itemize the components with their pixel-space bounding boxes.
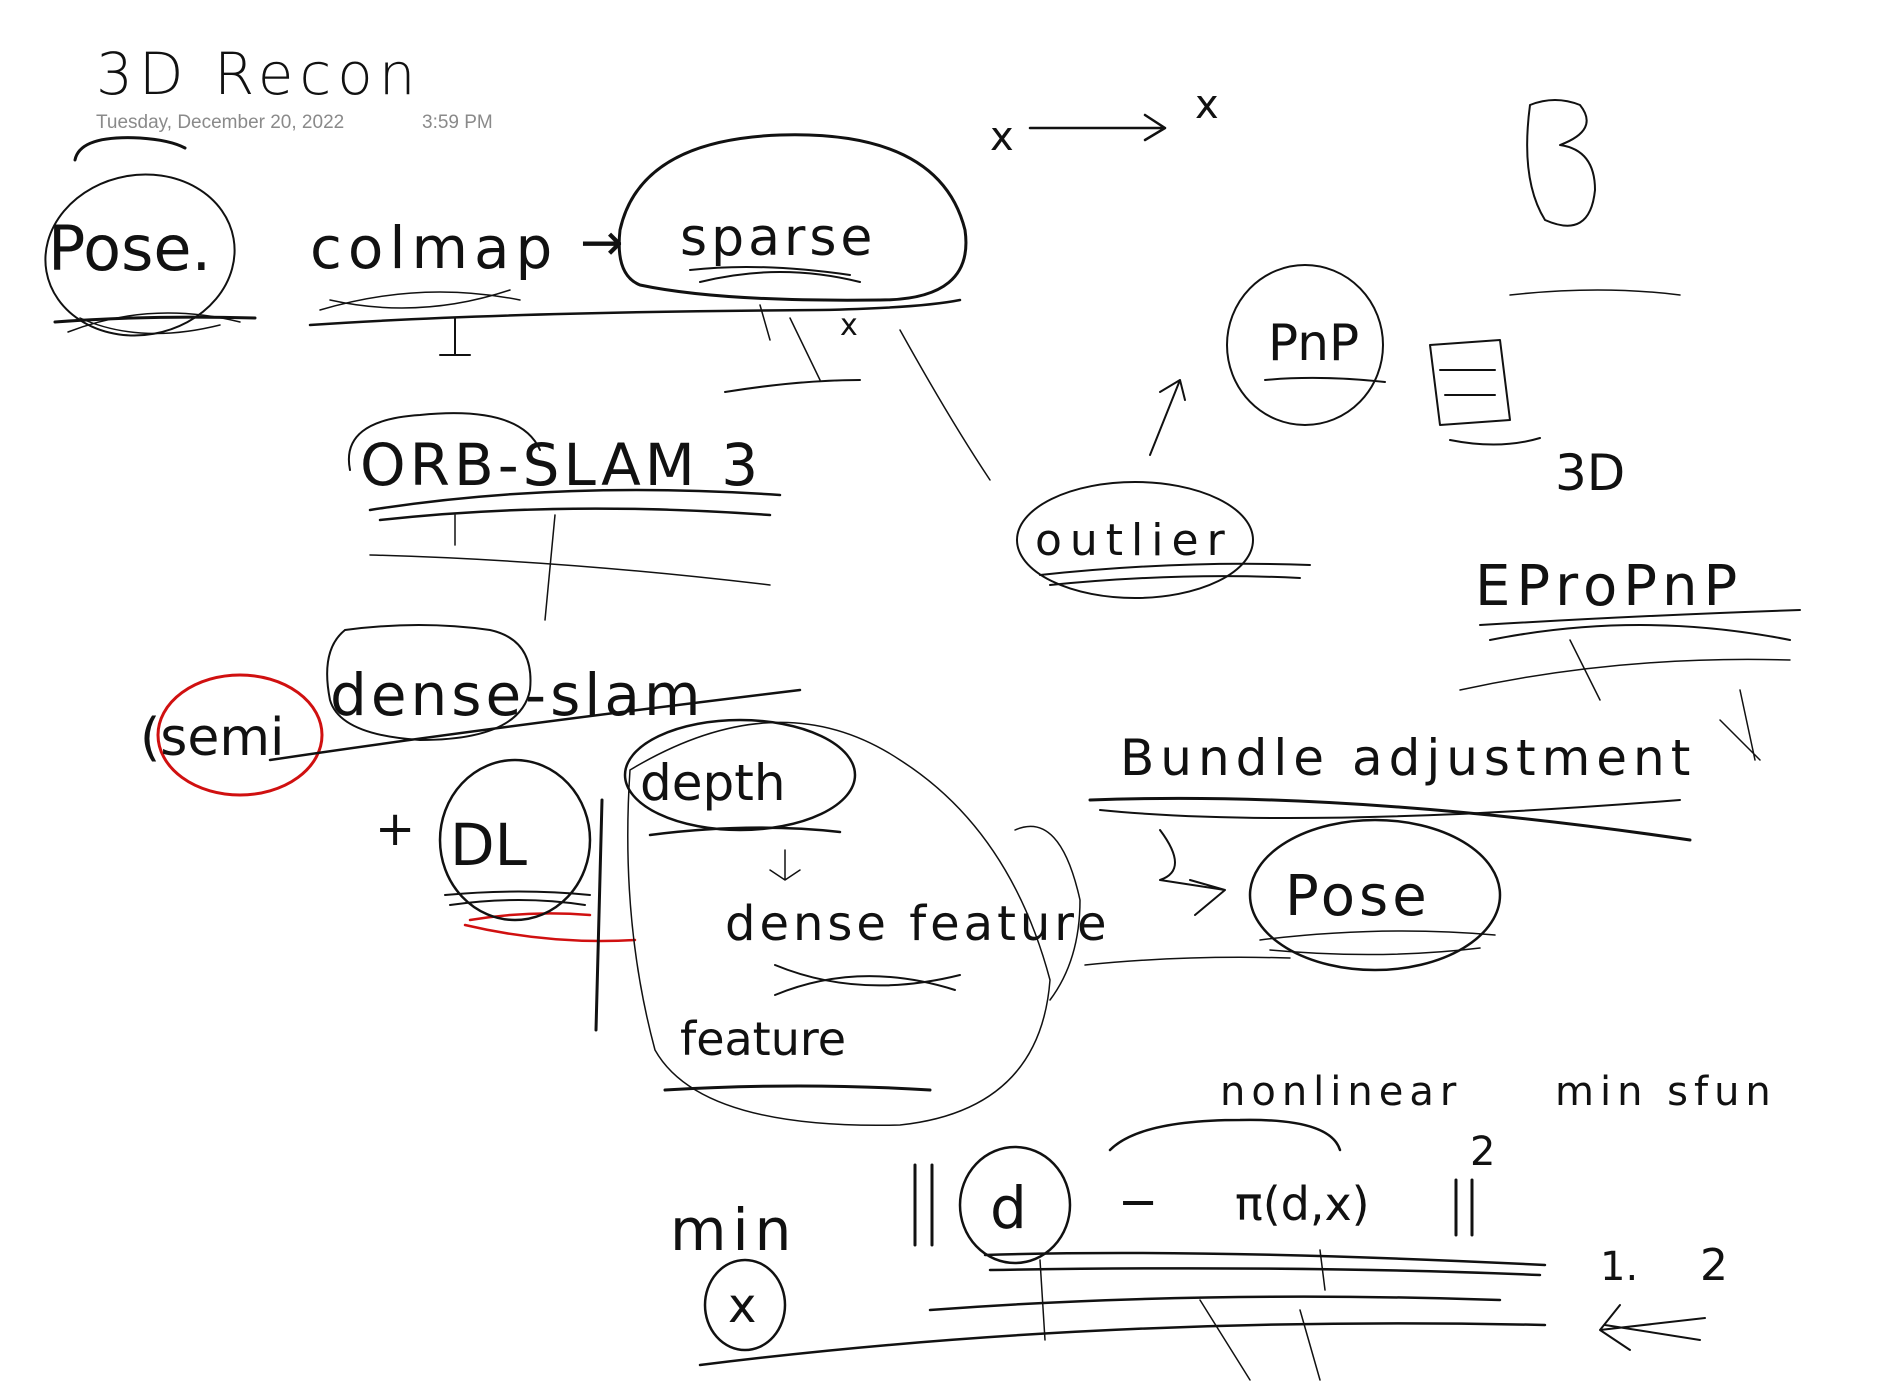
pose-2-label: Pose bbox=[1285, 864, 1431, 929]
epropnp-ticks bbox=[1569, 639, 1761, 761]
b-mark bbox=[1526, 99, 1596, 227]
colmap-down-arrow bbox=[439, 317, 471, 356]
orb-underline bbox=[368, 488, 782, 522]
sparse-under-dash bbox=[724, 379, 861, 393]
plus-dl: + bbox=[375, 801, 415, 857]
note-time: 3:59 PM bbox=[422, 112, 493, 133]
vertical-bar bbox=[594, 798, 604, 1032]
bundle-scribble bbox=[1099, 799, 1681, 819]
norm-underline bbox=[983, 1251, 1547, 1277]
norm-left-bars bbox=[913, 1163, 934, 1247]
norm-dash: − bbox=[1118, 1174, 1158, 1230]
squared-label: 2 bbox=[1470, 1129, 1495, 1175]
dl-label: DL bbox=[450, 811, 527, 879]
depth-blob bbox=[627, 721, 1051, 1127]
norm-right-bars bbox=[1454, 1178, 1474, 1237]
dl-underline bbox=[444, 890, 591, 906]
pnp-label: PnP bbox=[1268, 314, 1359, 372]
bundle-adjustment-label: Bundle adjustment bbox=[1120, 729, 1696, 787]
x-small-mark: x bbox=[840, 308, 858, 343]
epropnp-scribble bbox=[1479, 609, 1801, 641]
bundle-to-pose-arrow bbox=[1159, 829, 1226, 916]
pose-2-underline bbox=[1259, 930, 1496, 956]
x-arrow-right: x bbox=[1195, 82, 1219, 128]
outlier-label: outlier bbox=[1035, 515, 1233, 566]
epropnp-underline bbox=[1459, 658, 1791, 691]
note-date: Tuesday, December 20, 2022 bbox=[96, 112, 345, 133]
dl-circle bbox=[438, 758, 592, 922]
bottom-ticks bbox=[1039, 1249, 1326, 1381]
outlier-circle bbox=[1016, 481, 1254, 599]
orb-ticks bbox=[454, 514, 556, 621]
dense-feature-label: dense feature bbox=[725, 896, 1111, 952]
colmap-arrow: → bbox=[580, 213, 624, 273]
bundle-underline bbox=[1088, 796, 1692, 842]
pose-underline bbox=[53, 315, 257, 324]
pnp-circle bbox=[1226, 264, 1384, 426]
feature-underline bbox=[663, 1084, 932, 1092]
outlier-underline bbox=[1039, 562, 1311, 586]
orb-line bbox=[369, 554, 771, 586]
one-label: 1. bbox=[1600, 1244, 1638, 1290]
colmap-underline bbox=[308, 298, 962, 327]
x-arrow-line bbox=[1028, 113, 1167, 142]
sparse-cloud bbox=[617, 133, 968, 302]
dense-slam-underline bbox=[268, 688, 802, 762]
pose-2-circle bbox=[1248, 818, 1502, 972]
sparse-to-outlier-line bbox=[899, 329, 991, 481]
pnp-underline bbox=[1264, 376, 1386, 383]
sparse-ticks bbox=[759, 304, 821, 381]
semi-label: (semi bbox=[140, 708, 284, 768]
depth-circle bbox=[623, 718, 857, 832]
pnp-box bbox=[1429, 339, 1511, 426]
pi-term-label: π(d,x) bbox=[1235, 1177, 1370, 1231]
min-sfun-label: min sfun bbox=[1555, 1069, 1777, 1115]
sparse-label: sparse bbox=[680, 208, 876, 268]
two-label: 2 bbox=[1700, 1240, 1728, 1291]
back-arrow bbox=[1599, 1304, 1706, 1351]
three-d-label: 3D bbox=[1555, 444, 1625, 502]
dense-feature-scribble bbox=[774, 964, 961, 996]
blob-right-edge bbox=[1014, 825, 1081, 1001]
norm-d-circle bbox=[958, 1145, 1072, 1265]
x-arrow-left: x bbox=[990, 114, 1014, 160]
note-title: 3D Recon bbox=[96, 40, 422, 108]
orb-slam-label: ORB-SLAM 3 bbox=[360, 431, 762, 499]
colmap-scribble bbox=[319, 289, 521, 311]
nonlinear-label: nonlinear bbox=[1220, 1069, 1462, 1115]
depth-down-arrow bbox=[769, 849, 801, 881]
min-label: min bbox=[670, 1196, 797, 1264]
epropnp-label: EProPnP bbox=[1475, 554, 1743, 619]
title-underline-stroke bbox=[73, 136, 187, 162]
pose-1-label: Pose. bbox=[48, 212, 211, 285]
b-underline bbox=[1509, 289, 1681, 296]
pose-scribble bbox=[67, 312, 241, 335]
semi-red-circle bbox=[156, 673, 324, 797]
min-var-circle bbox=[703, 1258, 787, 1352]
nonlinear-arc bbox=[1108, 1118, 1342, 1152]
orb-circle bbox=[347, 412, 541, 471]
min-var-label: x bbox=[728, 1278, 756, 1334]
pose-to-feature-line bbox=[1084, 956, 1291, 966]
red-dash-bottom bbox=[463, 923, 637, 943]
red-dash-mid bbox=[468, 912, 592, 922]
outlier-to-pnp-arrow bbox=[1149, 379, 1186, 456]
depth-label: depth bbox=[640, 754, 786, 812]
feature-label: feature bbox=[680, 1012, 846, 1066]
depth-underline bbox=[648, 826, 842, 837]
bottom-lines bbox=[698, 1295, 1547, 1367]
pnp-tail bbox=[1449, 437, 1541, 446]
norm-d-label: d bbox=[990, 1174, 1027, 1242]
dense-slam-circle bbox=[326, 624, 532, 741]
dense-slam-label: dense-slam bbox=[330, 661, 704, 729]
colmap-label: colmap bbox=[310, 214, 558, 282]
sparse-scribble bbox=[689, 265, 861, 283]
